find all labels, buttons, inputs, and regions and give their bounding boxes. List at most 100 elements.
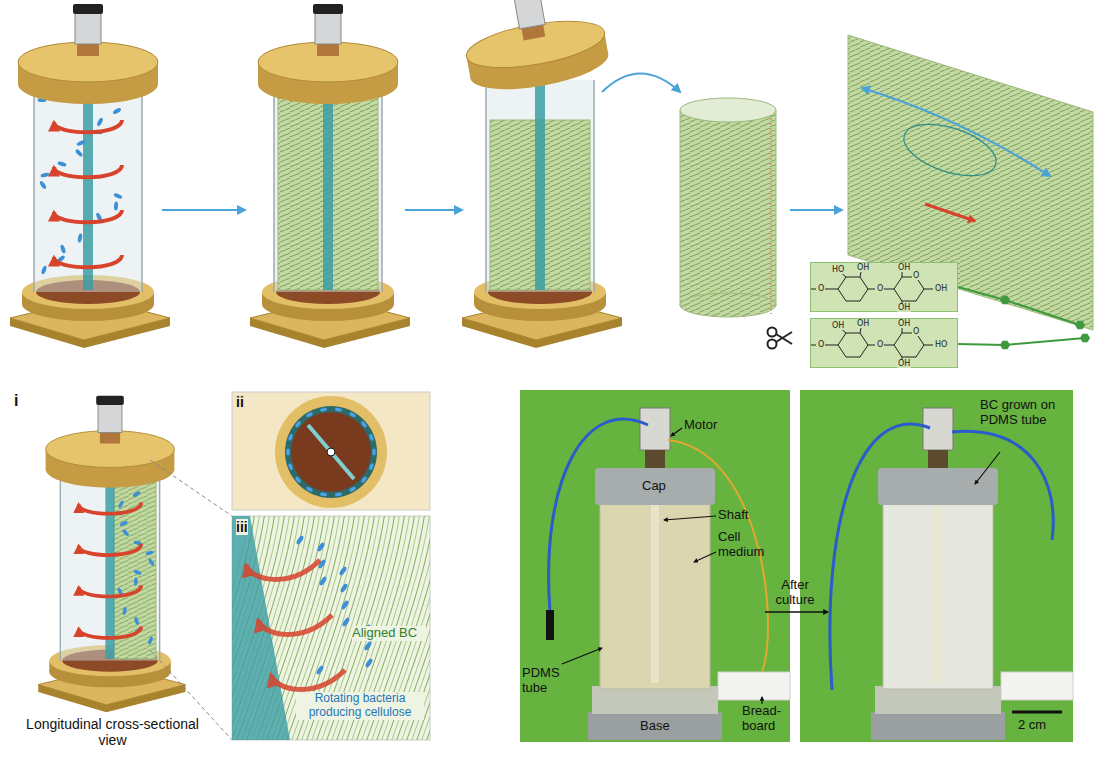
breadboard <box>1001 672 1073 700</box>
photo <box>520 390 790 742</box>
shaft-paddle <box>308 425 354 479</box>
wire <box>830 424 930 690</box>
bacterium <box>320 407 328 412</box>
part-label: BC grown on PDMS tube <box>980 398 1068 428</box>
bacterium <box>134 617 140 626</box>
tube-wall <box>60 466 61 661</box>
bacterium <box>121 528 129 537</box>
photo-background <box>520 390 790 742</box>
atom-label: HO <box>934 341 948 349</box>
part-label: Base <box>640 719 670 734</box>
rotation-arrow <box>246 560 320 579</box>
atom-label: OH <box>897 360 911 368</box>
bacterium <box>338 566 347 577</box>
medium <box>291 412 371 492</box>
gear <box>928 450 948 468</box>
bacterium <box>360 476 367 484</box>
rotation-arrow <box>258 615 332 634</box>
shaft <box>83 82 93 290</box>
atom-label: OH <box>856 264 870 272</box>
structure-box: OOHOHOOHOHOOH <box>810 318 958 368</box>
bacterium <box>114 201 119 210</box>
rotation-arrow <box>79 544 142 555</box>
bacterium <box>318 576 327 587</box>
hexagon-marker <box>1080 334 1090 343</box>
bacterium <box>339 583 348 594</box>
panel-label: i <box>14 392 18 410</box>
bacterium <box>117 500 124 509</box>
glass-tube <box>60 466 159 661</box>
reactor-stage-1 <box>10 4 170 348</box>
hexagon-marker <box>1075 321 1085 330</box>
scissors-blade <box>776 334 792 344</box>
scissors-blade <box>776 332 792 342</box>
bacterium <box>372 449 376 456</box>
part-label: PDMS tube <box>522 666 572 696</box>
bacterium <box>306 411 314 418</box>
leader-line <box>694 552 716 562</box>
tube-wall <box>593 80 595 292</box>
rotation-arrow <box>271 670 345 689</box>
rotation-arrow <box>54 210 122 222</box>
bacterium <box>134 577 138 586</box>
bacterium <box>39 180 47 190</box>
bacterium <box>60 244 67 254</box>
tube-bottom <box>680 293 776 317</box>
atom-label: O <box>912 272 920 280</box>
atom-label: OH <box>831 322 845 330</box>
tube-wall <box>159 466 160 661</box>
atom-label: O <box>817 341 825 349</box>
atom-label: OH <box>897 304 911 312</box>
bacterium <box>317 559 326 570</box>
atom-label: O <box>912 328 920 336</box>
leader-line <box>671 428 682 436</box>
link-line <box>958 287 1080 325</box>
alignment-arrow <box>862 88 1050 176</box>
panel-label: iii <box>236 519 248 535</box>
bacterium <box>77 233 83 243</box>
atom-label: O <box>876 285 884 293</box>
glass-tube <box>274 80 382 292</box>
cap <box>18 4 158 104</box>
atom-label: OH <box>856 320 870 328</box>
cap <box>46 396 175 488</box>
bacterium <box>41 265 48 275</box>
tube-wall <box>141 80 143 292</box>
bacterium <box>369 433 375 441</box>
zoom-panel <box>180 512 495 745</box>
bacterium <box>119 520 128 527</box>
base <box>592 686 718 714</box>
scale-bar <box>1012 711 1062 714</box>
bacterium <box>335 407 343 412</box>
bacterium <box>112 107 122 115</box>
hexagon-marker <box>1000 296 1010 305</box>
base-plate <box>588 712 722 740</box>
bacterium <box>122 607 127 616</box>
motor-top <box>96 396 124 405</box>
rotation-arrow <box>79 627 142 638</box>
tube-wall <box>33 80 35 292</box>
hexagon-marker <box>1000 341 1010 350</box>
shaft <box>323 82 333 290</box>
flow-arrow <box>405 209 462 211</box>
base <box>875 686 1001 714</box>
bacterium <box>349 486 357 493</box>
flow-arrow <box>602 74 680 93</box>
shaft-hub <box>327 448 335 456</box>
shaft <box>934 505 942 683</box>
rotation-arrow <box>79 502 142 513</box>
part-label: Bread-board <box>742 704 788 734</box>
bond-lines <box>811 271 933 304</box>
bacterium <box>320 492 328 497</box>
reactor-stage-2 <box>250 4 410 348</box>
motor <box>75 12 101 44</box>
motor <box>923 408 953 450</box>
atom-label: OH <box>934 285 948 293</box>
motor <box>315 12 341 44</box>
reactor-cutaway <box>38 396 185 712</box>
link-line <box>958 338 1085 345</box>
atom-label: HO <box>831 266 845 274</box>
bacterium <box>315 665 324 676</box>
bacterium <box>145 550 154 556</box>
